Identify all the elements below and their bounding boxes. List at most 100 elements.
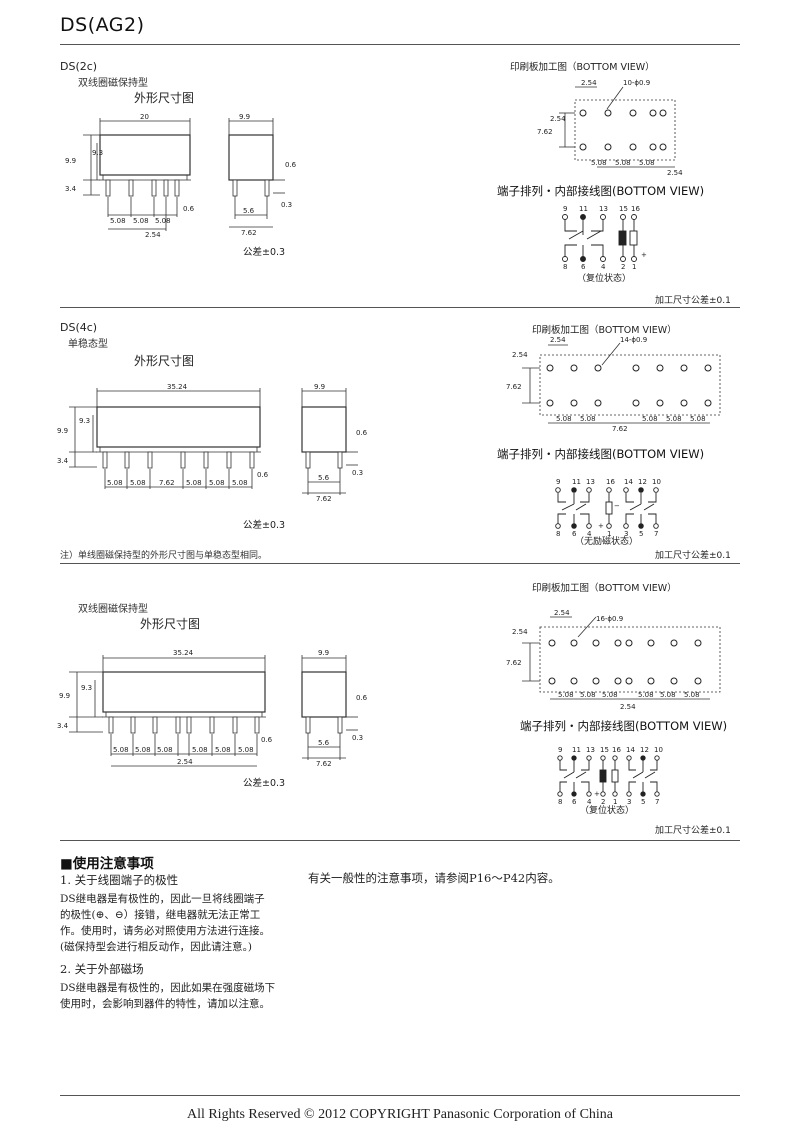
polarity-plus: + [598,522,604,530]
section-2-pcb-title: 印刷板加工图（BOTTOM VIEW） [532,325,677,336]
section-2-subtype: 单稳态型 [68,339,108,350]
pin-label: 8 [558,798,562,806]
pcb-dim-pitch: 5.08 [602,691,618,699]
dim-side-a: 0.6 [356,429,368,437]
pcb-dim-left: 2.54 [550,115,566,123]
dim-row-b: 7.62 [316,760,332,768]
section-1-terminal-title: 端子排列・内部接线图(BOTTOM VIEW) [497,184,705,198]
pcb-dim-mid: 2.54 [620,703,636,711]
section-3-terminal-title: 端子排列・内部接线图(BOTTOM VIEW) [520,719,728,733]
pcb-dim-holes: 14-ϕ0.9 [620,336,647,344]
dim-row-b: 7.62 [241,229,257,237]
section-2-wiring-diagram: 9 11 13 16 14 12 10 8 6 4 1 3 5 7 + − [555,478,661,538]
pcb-dim-pitch: 5.08 [580,415,596,423]
dim-body-height: 9.3 [81,684,92,692]
section-1-front-view: 20 9.3 9.9 3.4 5.08 5.08 5.08 2.54 0.6 [65,113,195,239]
pin-label: 11 [572,478,581,486]
notes-line: DS继电器是有极性的，因此如果在强度磁场下 [60,982,276,994]
section-2-note: 注）单线圈磁保持型的外形尺寸图与单稳态型相同。 [60,551,268,561]
section-3-subtype: 双线圈磁保持型 [78,604,148,615]
pin-label: 8 [563,263,567,271]
pin-label: 10 [652,478,661,486]
pin-label: 6 [572,798,577,806]
section-3-process-tolerance: 加工尺寸公差±0.1 [655,826,731,836]
dim-pitch: 5.08 [110,217,126,225]
section-2-state: （无励磁状态） [575,537,639,547]
section-1-label: DS(2c) [60,60,98,73]
notes-line: (磁保持型会进行相反动作，因此请注意。) [60,941,252,953]
notes-item2-body: DS继电器是有极性的，因此如果在强度磁场下 使用时，会影响到器件的特性，请加以注… [60,980,275,1012]
pcb-dim-pitch: 5.08 [638,691,654,699]
pcb-dim-left: 2.54 [512,351,528,359]
dim-pitch: 5.08 [130,479,146,487]
pin-label: 11 [572,746,581,754]
polarity-plus: + [641,251,647,259]
pcb-dim-top: 2.54 [550,336,566,344]
pin-label: 9 [563,205,567,213]
section-1-state: （复位状态） [577,274,632,284]
dim-side-b: 0.3 [352,469,363,477]
dim-depth: 9.9 [314,383,325,391]
dim-pin-width: 0.6 [257,471,269,479]
pin-label: 16 [612,746,621,754]
dim-body-height: 9.3 [79,417,90,425]
section-1-process-tolerance: 加工尺寸公差±0.1 [655,296,731,306]
section-1-wiring-diagram: 9 11 13 15 16 8 6 4 2 1 + [562,205,647,271]
dim-pitch: 5.08 [133,217,149,225]
section-2-process-tolerance: 加工尺寸公差±0.1 [655,551,731,561]
pin-label: 2 [621,263,625,271]
section-2-pcb-diagram: 2.54 14-ϕ0.9 2.54 7.62 5.08 5.08 7.62 5.… [506,336,721,433]
section-2-drawing-title: 外形尺寸图 [134,354,195,368]
dim-row-a: 5.6 [318,474,330,482]
section-3-pcb-diagram: 2.54 16-ϕ0.9 2.54 7.62 5.08 5.08 5.08 2.… [506,609,721,711]
pin-label: 7 [655,798,659,806]
pin-label: 7 [654,530,658,538]
section-2-side-view: 9.9 0.6 0.3 5.6 7.62 [301,383,368,503]
dim-pitch: 5.08 [215,746,231,754]
dim-pin-length: 3.4 [57,722,69,730]
dim-pitch: 5.08 [209,479,225,487]
section-3-wiring-diagram: 9 11 13 15 16 14 12 10 8 6 4 2 1 3 5 7 + [557,746,663,806]
notes-line: 的极性(⊕、⊖）接错，继电器就无法正常工 [60,909,261,921]
dim-row-a: 5.6 [243,207,255,215]
dim-pin-length: 3.4 [65,185,77,193]
dim-side-a: 0.6 [356,694,368,702]
pcb-dim-row: 7.62 [537,128,553,136]
notes-general: 有关一般性的注意事项，请参阅P16～P42内容。 [308,871,560,885]
section-3-pcb-title: 印刷板加工图（BOTTOM VIEW） [532,583,677,594]
pin-label: 8 [556,530,560,538]
pcb-dim-pitch: 5.08 [580,691,596,699]
section-1-tolerance: 公差±0.3 [243,247,286,258]
pin-label: 1 [632,263,636,271]
notes-line: 使用时，会影响到器件的特性，请加以注意。 [60,998,270,1010]
pin-label: 12 [640,746,649,754]
dim-total-height: 9.9 [65,157,76,165]
section-2-tolerance: 公差±0.3 [243,520,286,531]
pin-label: 4 [587,530,592,538]
pcb-dim-pitch: 5.08 [684,691,700,699]
section-divider [60,307,740,308]
pcb-dim-pitch: 5.08 [639,159,655,167]
section-divider [60,840,740,841]
dim-pin-width: 0.6 [183,205,195,213]
pin-label: 4 [601,263,606,271]
pin-label: 6 [572,530,577,538]
pin-label: 5 [639,530,643,538]
dim-pitch: 5.08 [232,479,248,487]
pin-label: 13 [599,205,608,213]
dim-depth: 9.9 [239,113,250,121]
dim-side-b: 0.3 [352,734,363,742]
pcb-dim-pitch: 5.08 [690,415,706,423]
dim-pin-length: 3.4 [57,457,69,465]
dim-total-height: 9.9 [59,692,70,700]
section-1-side-view: 9.9 0.6 0.3 5.6 7.62 [228,113,297,237]
pin-label: 12 [638,478,647,486]
pin-label: 3 [627,798,631,806]
pin-label: 11 [579,205,588,213]
pcb-dim-pitch: 5.08 [666,415,682,423]
section-divider [60,563,740,564]
pin-label: 13 [586,746,595,754]
section-1-pcb-title: 印刷板加工图（BOTTOM VIEW） [510,62,655,73]
notes-item1-body: DS继电器是有极性的，因此一旦将线圈端子 的极性(⊕、⊖）接错，继电器就无法正常… [60,891,270,955]
notes-heading: ■使用注意事项 [60,856,154,872]
